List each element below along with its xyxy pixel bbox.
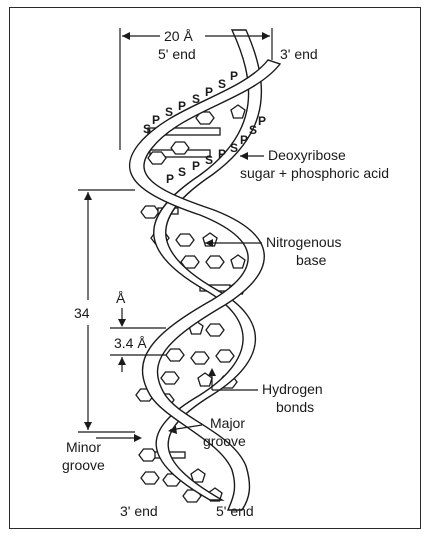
base-pair [147, 104, 246, 136]
backbone-letter: S [249, 123, 257, 137]
backbone-letter: S [218, 77, 226, 91]
minor-groove-label-line2: groove [62, 457, 105, 473]
width-dimension: 20 Å 5' end 3' end [119, 28, 318, 150]
hbond-label-line2: bonds [276, 399, 314, 415]
minor-groove-callout: Minor groove [62, 434, 142, 473]
base-pair [165, 348, 235, 365]
backbone-letter: S [143, 122, 151, 136]
backbone-letter: P [240, 133, 248, 147]
pitch-dimension: 34 [74, 189, 135, 433]
backbone-callout: Deoxyribose sugar + phosphoric acid [240, 147, 389, 181]
backbone-letter: P [230, 69, 238, 83]
backbone-letter: P [258, 114, 266, 128]
backbone-letters: P S P S P S P S P S P S P S P S P [143, 69, 266, 186]
base-label-line2: base [296, 252, 327, 268]
rise-label: 3.4 Å [114, 335, 147, 351]
hbond-label-line1: Hydrogen [262, 381, 323, 397]
rise-dimension: Å 3.4 Å [110, 290, 166, 372]
bottom-left-end-label: 3' end [120, 503, 158, 519]
backbone-letter: S [230, 141, 238, 155]
backbone-letter: P [178, 99, 186, 113]
backbone-letter: P [205, 85, 213, 99]
major-groove-callout: Major groove [168, 415, 246, 449]
base-label-line1: Nitrogenous [266, 234, 342, 250]
backbone-letter: S [165, 105, 173, 119]
major-groove-label-line1: Major [210, 415, 245, 431]
backbone-letter: P [192, 159, 200, 173]
width-label: 20 Å [164, 28, 193, 44]
base-pair [147, 141, 211, 165]
backbone-letter: P [166, 172, 174, 186]
top-right-end-label: 3' end [280, 46, 318, 62]
strand-front [128, 59, 282, 511]
major-groove-label-line2: groove [203, 433, 246, 449]
backbone-letter: P [152, 113, 160, 127]
backbone-letter: S [178, 165, 186, 179]
pitch-unit-label: Å [116, 290, 126, 306]
backbone-label-line1: Deoxyribose [268, 147, 346, 163]
backbone-label-line2: sugar + phosphoric acid [240, 165, 389, 181]
hbond-callout: Hydrogen bonds [208, 368, 323, 415]
minor-groove-label-line1: Minor [66, 439, 101, 455]
backbone-letter: S [192, 92, 200, 106]
backbone-letter: P [218, 147, 226, 161]
diagram-frame [9, 7, 421, 529]
base-callout: Nitrogenous base [205, 234, 342, 268]
base-pair [180, 254, 246, 269]
top-left-end-label: 5' end [158, 46, 196, 62]
pitch-label: 34 [74, 305, 90, 321]
backbone-letter: S [205, 153, 213, 167]
bottom-right-end-label: 5' end [216, 503, 254, 519]
